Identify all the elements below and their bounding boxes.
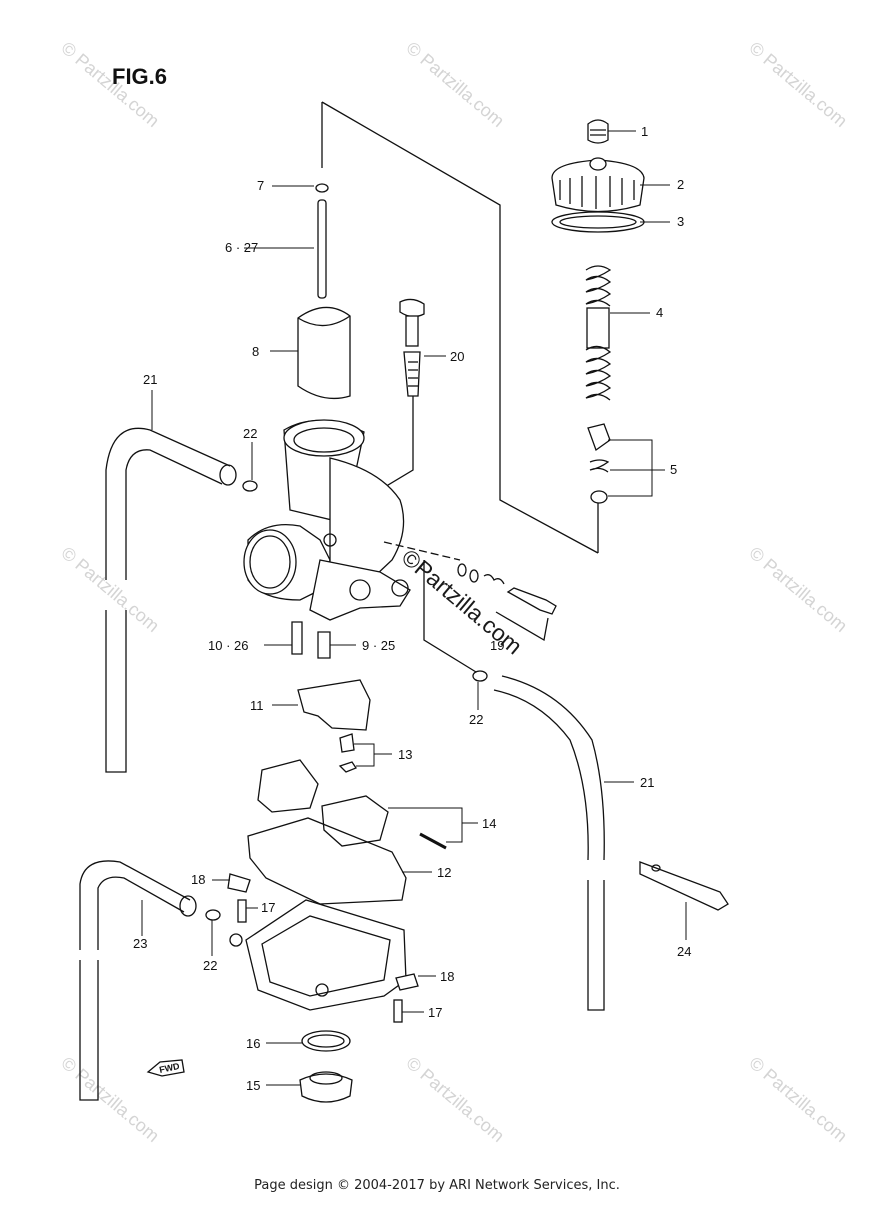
callout-label: 13 bbox=[398, 747, 412, 762]
figure-title: FIG.6 bbox=[112, 64, 168, 89]
callout-label: 21 bbox=[143, 372, 157, 387]
clip-part-7 bbox=[315, 183, 329, 193]
callout-label: 17 bbox=[428, 1005, 442, 1020]
watermark: © Partzilla.com bbox=[402, 1053, 508, 1146]
callout-label: 3 bbox=[677, 214, 684, 229]
leader-lines bbox=[141, 130, 687, 1086]
callout-label: 4 bbox=[656, 305, 663, 320]
callout-label: 7 bbox=[257, 178, 264, 193]
watermark: © Partzilla.com bbox=[745, 38, 851, 131]
callout-label: 17 bbox=[261, 900, 275, 915]
callout-label: 10 · 26 bbox=[208, 638, 248, 653]
watermark: © Partzilla.com bbox=[402, 38, 508, 131]
fwd-arrow-icon bbox=[146, 1059, 185, 1077]
hose-part-23 bbox=[79, 860, 197, 1101]
idle-screw-part-20 bbox=[329, 298, 425, 521]
hose-part-21 bbox=[105, 427, 237, 773]
footer-credit: Page design © 2004-2017 by ARI Network S… bbox=[254, 1178, 620, 1193]
main-jet-part-10 bbox=[291, 621, 303, 655]
watermark: © Partzilla.com bbox=[57, 1053, 163, 1146]
callout-label: 22 bbox=[203, 958, 217, 973]
pilot-jet-part-9 bbox=[317, 631, 331, 659]
top-cap-part-2 bbox=[551, 157, 645, 213]
watermark-center: ©Partzilla.com bbox=[397, 544, 528, 659]
cap-part-1 bbox=[587, 119, 609, 144]
watermark: © Partzilla.com bbox=[745, 543, 851, 636]
callout-label: 14 bbox=[482, 816, 496, 831]
o-ring-part-16 bbox=[301, 1030, 351, 1052]
callout-label: 20 bbox=[450, 349, 464, 364]
fwd-label: FWD bbox=[158, 1061, 181, 1075]
callout-label: 19 bbox=[490, 638, 504, 653]
hose-clamp-part-22 bbox=[242, 480, 258, 492]
needle-part-6 bbox=[317, 199, 327, 299]
clamp-part-18 bbox=[227, 873, 251, 893]
carburetor-body bbox=[243, 419, 411, 621]
callout-label: 6 · 27 bbox=[225, 240, 258, 255]
callout-label: 11 bbox=[250, 698, 264, 713]
callout-label: 22 bbox=[243, 426, 257, 441]
callout-label: 2 bbox=[677, 177, 684, 192]
part-drawings bbox=[79, 101, 729, 1103]
callout-label: 9 · 25 bbox=[362, 638, 395, 653]
needle-valve-part-13 bbox=[339, 733, 355, 753]
gasket-part-3 bbox=[551, 211, 645, 233]
gasket-part-12 bbox=[247, 817, 407, 905]
air-screw-set-part-19 bbox=[457, 563, 557, 642]
clamp-part-18 bbox=[395, 973, 419, 991]
callout-label: 21 bbox=[640, 775, 654, 790]
float-part-11 bbox=[297, 679, 371, 731]
watermark: © Partzilla.com bbox=[745, 1053, 851, 1146]
callout-label: 12 bbox=[437, 865, 451, 880]
spring-part-4 bbox=[585, 265, 612, 401]
callout-label: 16 bbox=[246, 1036, 260, 1051]
callout-label: 8 bbox=[252, 344, 259, 359]
bolt-part-17 bbox=[237, 899, 247, 923]
callout-label: 18 bbox=[191, 872, 205, 887]
hose-clamp-part-22 bbox=[205, 909, 221, 921]
valve-set-part-5 bbox=[587, 423, 611, 504]
hose-clamp-part-22 bbox=[472, 670, 488, 682]
watermark: © Partzilla.com bbox=[57, 543, 163, 636]
callout-label: 18 bbox=[440, 969, 454, 984]
throttle-valve-part-8 bbox=[297, 306, 351, 400]
guide-line bbox=[321, 101, 599, 554]
callout-labels: 1 2 3 4 5 7 6 · 27 8 20 21 22 19 10 · 26… bbox=[133, 124, 691, 1093]
callout-label: 15 bbox=[246, 1078, 260, 1093]
callout-label: 22 bbox=[469, 712, 483, 727]
callout-label: 23 bbox=[133, 936, 147, 951]
float-bowl bbox=[229, 899, 407, 1011]
callout-label: 5 bbox=[670, 462, 677, 477]
float-part-14 bbox=[257, 759, 319, 813]
drain-plug-part-15 bbox=[299, 1071, 353, 1103]
callout-label: 24 bbox=[677, 944, 691, 959]
bolt-part-17 bbox=[393, 999, 403, 1023]
bracket-part-24 bbox=[639, 861, 729, 911]
hose-part-21 bbox=[493, 675, 605, 1011]
callout-label: 1 bbox=[641, 124, 648, 139]
